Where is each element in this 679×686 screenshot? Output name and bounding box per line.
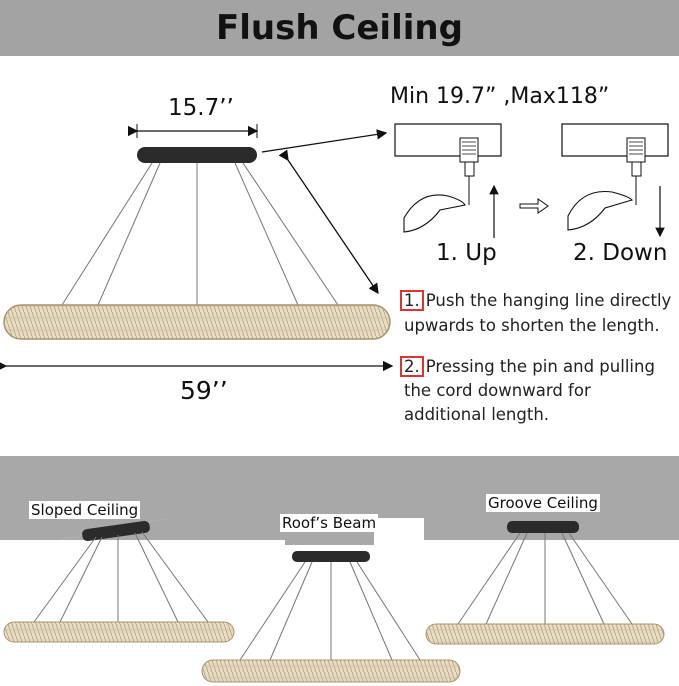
step-2-line3: additional length. bbox=[404, 405, 550, 424]
down-label: 2. Down bbox=[573, 240, 668, 266]
fixture-length-label: 59’’ bbox=[180, 376, 228, 405]
dimension-lines bbox=[0, 124, 394, 372]
length-range-label: Min 19.7” ,Max118” bbox=[390, 84, 610, 109]
up-label: 1. Up bbox=[436, 240, 497, 266]
step-2-number: 2. bbox=[400, 356, 424, 377]
groove-ceiling-label: Groove Ceiling bbox=[486, 494, 600, 512]
sloped-ceiling-label: Sloped Ceiling bbox=[29, 501, 141, 519]
step-1-line2: upwards to shorten the length. bbox=[404, 316, 660, 335]
crystal-ring bbox=[3, 304, 391, 340]
step-2: 2.Pressing the pin and pulling bbox=[400, 355, 655, 379]
mounting-scenes bbox=[0, 456, 679, 683]
step-1-line1: Push the hanging line directly bbox=[425, 291, 672, 310]
step-1-number: 1. bbox=[400, 290, 424, 311]
main-fixture bbox=[3, 147, 391, 340]
step-1: 1.Push the hanging line directly bbox=[400, 289, 671, 313]
header-bar bbox=[0, 0, 679, 56]
page-title: Flush Ceiling bbox=[216, 8, 463, 48]
roofs-beam-label: Roof’s Beam bbox=[280, 514, 379, 532]
canopy-width-label: 15.7’’ bbox=[168, 95, 234, 121]
canopy bbox=[137, 147, 257, 163]
adjustment-diagram bbox=[394, 123, 669, 238]
step-2-line2: the cord downward for bbox=[404, 381, 591, 400]
step-2-line1: Pressing the pin and pulling bbox=[425, 357, 655, 376]
